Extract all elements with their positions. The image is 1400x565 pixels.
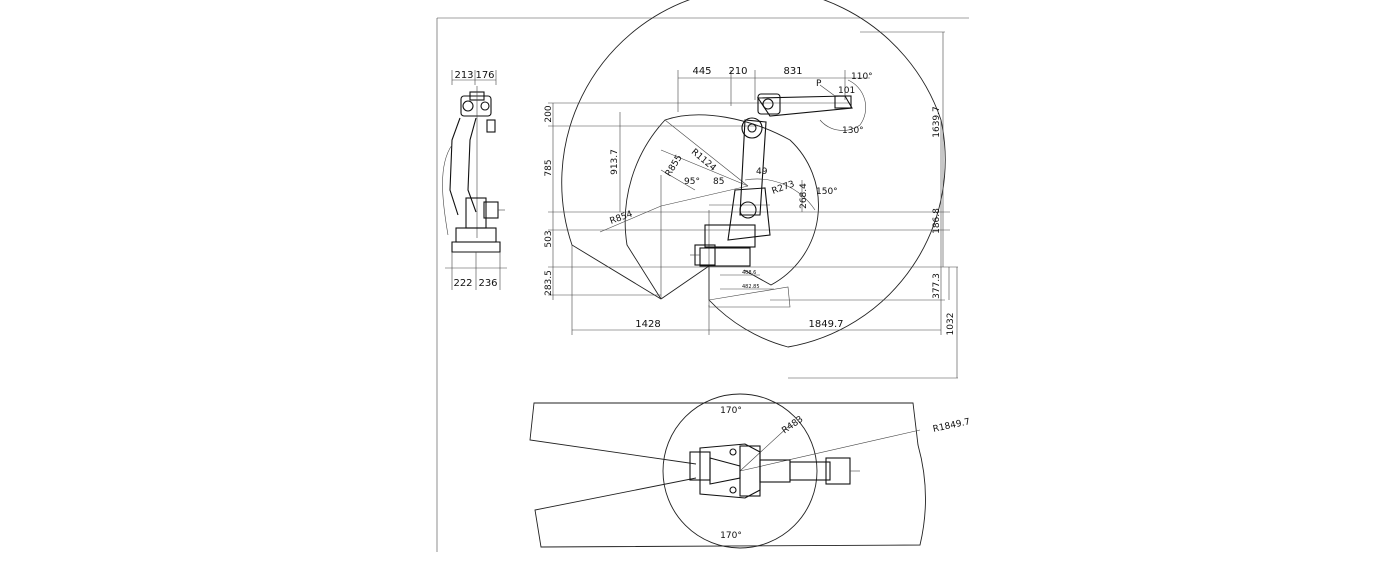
side-top-dim-2: 176 (475, 70, 494, 81)
side-base-dim-2: 236 (478, 278, 497, 289)
elevation-view (548, 0, 958, 379)
right-dim-1639-7: 1639.7 (932, 106, 942, 138)
dim-85: 85 (713, 177, 724, 187)
bottom-dim-1428: 1428 (635, 319, 660, 330)
side-base-dim-1: 222 (453, 278, 472, 289)
angle-150: 150° (816, 187, 838, 197)
base-small-dim-1: 408.6 (742, 270, 756, 276)
plan-view (529, 393, 926, 549)
left-dim-200: 200 (544, 105, 554, 122)
tool-dim-label: 101 (838, 86, 855, 96)
radius-1124: R1124 (689, 147, 718, 174)
right-dim-186-8: 186.8 (932, 208, 942, 234)
left-dim-785: 785 (544, 159, 554, 176)
plan-envelope (529, 402, 926, 548)
top-dim-445: 445 (692, 66, 711, 77)
base-small-dim-2: 482.85 (742, 284, 760, 290)
left-dim-503: 503 (544, 230, 554, 247)
angle-95: 95° (684, 177, 700, 187)
plan-angle-bottom: 170° (720, 531, 742, 541)
height-913-7: 913.7 (610, 149, 620, 175)
side-view (442, 70, 507, 290)
bottom-dim-1849-7: 1849.7 (809, 319, 844, 330)
height-268-4: 268.4 (799, 183, 809, 209)
wrist-angle-upper: 110° (851, 72, 873, 82)
plan-inner-circle (662, 393, 818, 549)
radius-273: R273 (771, 179, 796, 196)
top-dim-831: 831 (783, 66, 802, 77)
inner-envelope (624, 114, 819, 300)
robot-plan (689, 443, 860, 499)
tool-point-label: P (816, 79, 822, 89)
robot-arm-elevation (690, 84, 853, 267)
plan-radius-outer: R1849.7 (932, 417, 971, 435)
outer-envelope (561, 0, 946, 348)
plan-angle-top: 170° (720, 406, 742, 416)
left-dim-283-5: 283.5 (544, 270, 554, 296)
dim-49: 49 (756, 167, 768, 177)
right-dim-377-3: 377.3 (932, 273, 942, 299)
right-dim-1032: 1032 (946, 313, 956, 336)
side-top-dim-1: 213 (454, 70, 473, 81)
top-dim-210: 210 (728, 66, 747, 77)
radius-855: R855 (664, 153, 685, 178)
wrist-angle-lower: 130° (842, 126, 864, 136)
